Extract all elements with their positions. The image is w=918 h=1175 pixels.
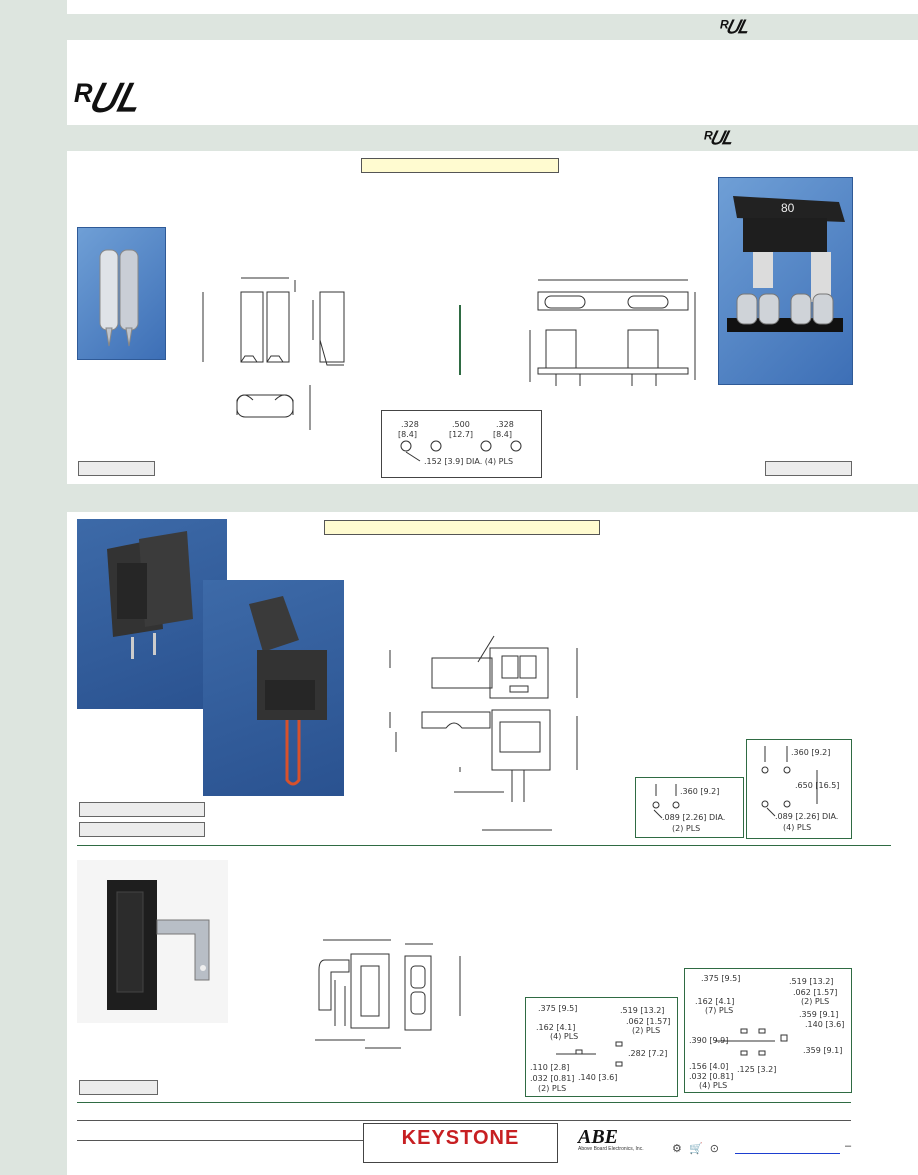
- hole-dim3: .328: [496, 420, 514, 429]
- inline-holder-photo: [203, 580, 344, 796]
- abe-logo[interactable]: ABE Above Board Electronics, Inc.: [578, 1126, 658, 1156]
- hole-dim3-mm: [8.4]: [493, 430, 512, 439]
- pattern-a-note1: .089 [2.26] DIA.: [662, 813, 726, 822]
- p3a-d2: .519 [13.2]: [620, 1006, 665, 1015]
- section1-right-label: [765, 461, 852, 476]
- hole-dim2-mm: [12.7]: [449, 430, 474, 439]
- footer-dash: –: [845, 1140, 852, 1152]
- section2-band: [67, 484, 918, 512]
- p3a-d4b: (2) PLS: [632, 1026, 661, 1035]
- keystone-logo-text: KEYSTONE: [401, 1127, 520, 1149]
- pcb-pattern-b: .360 [9.2] .650 [16.5] .089 [2.26] DIA. …: [746, 739, 852, 839]
- hole-circles: [400, 440, 522, 462]
- section2-label2: [79, 822, 205, 837]
- p3a-d7b: (2) PLS: [538, 1084, 567, 1093]
- p3a-d7: .032 [0.81]: [530, 1074, 575, 1083]
- section1-left-label: [78, 461, 155, 476]
- hole-note: .152 [3.9] DIA. (4) PLS: [424, 457, 514, 466]
- header-band-section: ᴿ𝑈𝐿: [67, 125, 918, 151]
- hole-pattern-box: .328 [8.4] .500 [12.7] .328 [8.4] .152 […: [381, 410, 542, 478]
- pcb-holder-photo: [77, 860, 228, 1023]
- footer-rule-left: [77, 1140, 363, 1141]
- abe-logo-subtitle: Above Board Electronics, Inc.: [578, 1146, 644, 1152]
- pcb-pattern-a: .360 [9.2] .089 [2.26] DIA. (2) PLS: [635, 777, 744, 838]
- header-band-top: ᴿ𝑈𝐿: [67, 14, 918, 40]
- pattern-3a-marks: [556, 1041, 623, 1067]
- cart-icon[interactable]: 🛒: [688, 1143, 703, 1155]
- pattern-b-dim1: .360 [9.2]: [791, 748, 831, 757]
- inline-holder-dimension-drawing: [389, 635, 578, 831]
- holder-pair-photo: [77, 519, 227, 709]
- p3b-d4b: (2) PLS: [801, 997, 830, 1006]
- hole-dim2: .500: [452, 420, 470, 429]
- p3b-d3: .162 [4.1]: [695, 997, 735, 1006]
- section3-label: [79, 1080, 158, 1095]
- fuse-holder-illustration: 80: [727, 196, 845, 332]
- section2-title-tag: [324, 520, 600, 535]
- pcb-holder-dimension-drawing: [315, 939, 461, 1049]
- ul-logo-small: ᴿ𝑈𝐿: [719, 17, 748, 37]
- p3a-d4: .062 [1.57]: [626, 1017, 671, 1026]
- p3b-d8: .359 [9.1]: [803, 1046, 843, 1055]
- section2-label1: [79, 802, 205, 817]
- p3a-d5: .282 [7.2]: [628, 1049, 668, 1058]
- pattern-b-note2: (4) PLS: [783, 823, 812, 832]
- pattern-a-dim: .360 [9.2]: [680, 787, 720, 796]
- hole-dim1-mm: [8.4]: [398, 430, 417, 439]
- footer-rule-mid: [77, 1120, 851, 1121]
- pattern-b-holes: [761, 746, 818, 817]
- p3b-d10: .032 [0.81]: [689, 1072, 734, 1081]
- fuse-clip-photo: [77, 227, 166, 360]
- p3a-d6: .110 [2.8]: [530, 1063, 570, 1072]
- p3b-d9: .156 [4.0]: [689, 1062, 729, 1071]
- p3b-d4: .062 [1.57]: [793, 988, 838, 997]
- pcb-pattern-3a: .375 [9.5] .519 [13.2] .162 [4.1] (4) PL…: [525, 997, 678, 1097]
- pattern-b-dim2: .650 [16.5]: [795, 781, 840, 790]
- p3b-d7: .390 [9.9]: [689, 1036, 729, 1045]
- p3b-d11: .125 [3.2]: [737, 1065, 777, 1074]
- hole-dim1: .328: [401, 420, 419, 429]
- p3b-d10b: (4) PLS: [699, 1081, 728, 1090]
- ul-logo-large: ᴿ𝑈𝐿: [72, 78, 137, 120]
- p3a-d3b: (4) PLS: [550, 1032, 579, 1041]
- clip-dimension-drawing: [202, 277, 345, 430]
- pattern-a-holes: [652, 784, 680, 819]
- pcb-holder-illustration: [107, 880, 210, 1010]
- inline-holder-illustration: [249, 596, 327, 786]
- pcb-pattern-3b: .375 [9.5] .519 [13.2] .162 [4.1] (7) PL…: [684, 968, 852, 1093]
- keystone-logo[interactable]: KEYSTONE: [363, 1123, 558, 1163]
- section1-title-tag: [361, 158, 559, 173]
- pattern-3b-marks: [715, 1028, 788, 1056]
- p3a-d8: .140 [3.6]: [578, 1073, 618, 1082]
- fuse-holder-photo: 80: [718, 177, 853, 385]
- fuse-clip-illustration: [99, 249, 139, 347]
- abe-logo-text: ABE: [578, 1126, 619, 1148]
- p3b-d2: .519 [13.2]: [789, 977, 834, 986]
- holder-dimension-drawing: [529, 279, 696, 386]
- footer-rule-top: [77, 1102, 851, 1103]
- footer-link-underline[interactable]: [735, 1153, 840, 1154]
- gear-icon[interactable]: ⚙: [672, 1143, 682, 1155]
- clock-icon[interactable]: ⊙: [709, 1143, 719, 1155]
- p3a-d3: .162 [4.1]: [536, 1023, 576, 1032]
- p3b-d6: .140 [3.6]: [805, 1020, 845, 1029]
- fuse-rating-text: 80: [781, 201, 795, 215]
- p3b-d5: .359 [9.1]: [799, 1010, 839, 1019]
- holder-pair-illustration: [107, 531, 193, 659]
- pattern-a-note2: (2) PLS: [672, 824, 701, 833]
- ul-logo-section: ᴿ𝑈𝐿: [703, 128, 732, 148]
- section2-divider: [77, 845, 891, 846]
- p3a-d1: .375 [9.5]: [538, 1004, 578, 1013]
- p3b-d3b: (7) PLS: [705, 1006, 734, 1015]
- p3b-d1: .375 [9.5]: [701, 974, 741, 983]
- pattern-b-note1: .089 [2.26] DIA.: [775, 812, 839, 821]
- view-divider: [459, 305, 461, 375]
- footer-icons: ⚙ 🛒 ⊙: [672, 1142, 719, 1155]
